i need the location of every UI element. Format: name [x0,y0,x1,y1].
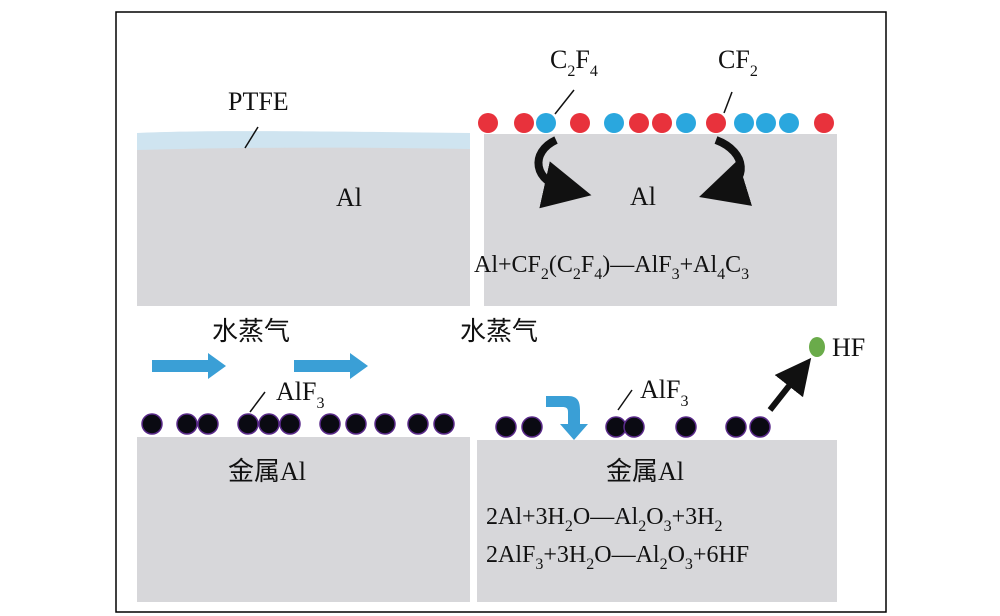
alf3-particle [605,416,627,438]
carbon-particle [536,113,556,133]
carbon-particle [756,113,776,133]
curved-arrow-right [699,136,753,206]
alf3-particle [623,416,645,438]
vapor-arrow-down [546,396,588,440]
alf3-particle [141,413,163,435]
vapor-arrow [294,353,368,379]
alf3-pointer-line [617,389,633,411]
ptfe-label: PTFE [228,87,289,116]
alf3-pointer-line [249,391,266,413]
al-label: Al [336,183,362,212]
hydrolysis-equation-2: 2AlF3+3H2O—Al2O3+6HF [486,542,749,573]
alf3-label: AlF3 [276,377,324,412]
alf3-particle [279,413,301,435]
particle-row [478,113,834,133]
alf3-particle [725,416,747,438]
alf3-particle [521,416,543,438]
alf3-particle [197,413,219,435]
alf3-particle [258,413,280,435]
metal-al-label: 金属Al [606,457,684,486]
ptfe-pointer-line [244,126,259,149]
vapor-arrow [152,353,226,379]
fluorine-particle [814,113,834,133]
al-label: Al [630,182,656,211]
alf3-particle [345,413,367,435]
metal-al-substrate [137,437,470,602]
alf3-particle [176,413,198,435]
carbon-particle [604,113,624,133]
alf3-particle-row [141,413,455,435]
alf3-particle [749,416,771,438]
decomposition-equation: Al+CF2(C2F4)—AlF3+Al4C3 [474,252,749,283]
carbon-particle [676,113,696,133]
carbon-particle [734,113,754,133]
hydrolysis-equation-1: 2Al+3H2O—Al2O3+3H2 [486,504,722,535]
panel-hydrolysis: 水蒸气 AlF3 HF 金属Al 2Al+3H2O—Al2O3+3H2 2Al [460,317,865,602]
cf2-label: CF2 [718,45,758,80]
alf3-particle [433,413,455,435]
water-vapor-label: 水蒸气 [460,317,538,346]
hf-particle [809,337,825,357]
alf3-particle-row [495,416,771,438]
curved-arrow-left [534,136,592,209]
fluorine-particle [629,113,649,133]
alf3-particle [237,413,259,435]
c2f4-label: C2F4 [550,45,598,80]
fluorine-particle [478,113,498,133]
al-substrate [137,146,470,306]
alf3-particle [495,416,517,438]
panel-ptfe-decomposition: C2F4 CF2 Al Al+CF2(C2F4)—AlF3+Al4C3 [474,45,837,306]
panel-alf3-vapor: 水蒸气 AlF3 金属Al [137,317,470,602]
metal-al-substrate [477,440,837,602]
c2f4-pointer-line [554,89,575,115]
alf3-particle [407,413,429,435]
alf3-particle [374,413,396,435]
alf3-label: AlF3 [640,375,688,410]
ptfe-layer [137,131,470,150]
water-vapor-label: 水蒸气 [212,317,290,346]
hf-label: HF [832,333,865,362]
alf3-particle [319,413,341,435]
alf3-particle [675,416,697,438]
hf-release-arrow [767,357,812,412]
fluorine-particle [652,113,672,133]
cf2-pointer-line [723,91,733,114]
fluorine-particle [706,113,726,133]
carbon-particle [779,113,799,133]
fluorine-particle [514,113,534,133]
fluorine-particle [570,113,590,133]
panel-ptfe-on-al: PTFE Al [137,87,470,306]
metal-al-label: 金属Al [228,457,306,486]
